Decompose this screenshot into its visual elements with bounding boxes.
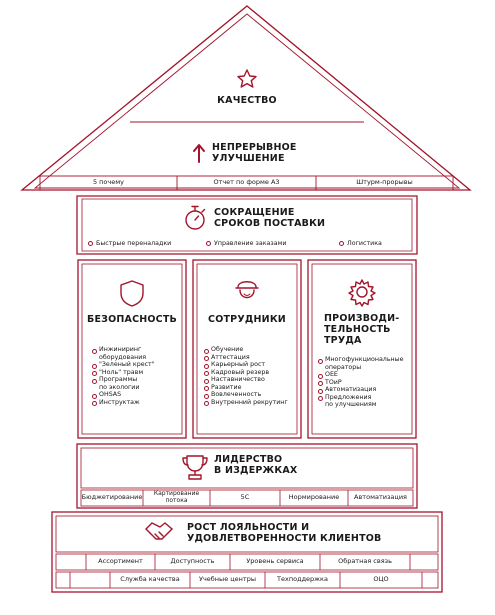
pillar-list-safety: Инжиниринг оборудования "Зеленый крест" … (92, 346, 180, 406)
loyalty-cell: Уровень сервиса (246, 557, 304, 566)
loyalty-cell: Техподдержка (277, 575, 328, 584)
pillar-frame-safety (77, 259, 187, 439)
handshake-icon (145, 522, 173, 540)
pillar-list-people: Обучение Аттестация Карьерный рост Кадро… (204, 346, 296, 406)
list-item: "Ноль" травм (92, 369, 180, 377)
loyalty-cell: Доступность (170, 557, 215, 566)
list-item: Кадровый резерв (204, 369, 296, 377)
list-item: OEE (318, 371, 412, 379)
list-item: Аттестация (204, 354, 296, 362)
roof-inner-outline (33, 13, 461, 189)
shield-icon (120, 280, 144, 307)
list-item: Развитие (204, 384, 296, 392)
list-item: OHSAS (92, 391, 180, 399)
loyalty-cell: Учебные центры (199, 575, 256, 584)
lead-time-title: СОКРАЩЕНИЕ СРОКОВ ПОСТАВКИ (214, 207, 326, 229)
loyalty-cell: Обратная связь (338, 557, 392, 566)
loyalty-title: РОСТ ЛОЯЛЬНОСТИ И УДОВЛЕТВОРЕННОСТИ КЛИЕ… (187, 522, 382, 544)
pillar-frame-productivity (307, 259, 417, 439)
list-item: Инструктаж (92, 399, 180, 407)
list-item: Внутренний рекрутинг (204, 399, 296, 407)
lead-time-item: Управление заказами (206, 240, 286, 247)
loyalty-band (51, 511, 443, 593)
pillar-title-safety: БЕЗОПАСНОСТЬ (87, 314, 177, 325)
list-item: Инжиниринг оборудования (92, 346, 180, 361)
loyalty-cell: ОЦО (373, 575, 389, 584)
tool-cell-a3: Отчет по форме А3 (213, 178, 280, 187)
stopwatch-icon (185, 205, 206, 230)
list-item: Программы по экологии (92, 376, 180, 391)
list-item: Обучение (204, 346, 296, 354)
list-item: Карьерный рост (204, 361, 296, 369)
list-item: Автоматизация (318, 386, 412, 394)
gear-icon (348, 279, 376, 307)
quality-title: КАЧЕСТВО (217, 95, 277, 106)
leadership-title: ЛИДЕРСТВО В ИЗДЕРЖКАХ (214, 454, 298, 476)
lead-time-band (76, 195, 418, 255)
pillar-list-productivity: Многофункциональные операторы OEE ТОиР А… (318, 356, 412, 409)
tool-cell-brainstorm: Штурм-прорывы (356, 178, 413, 187)
leadership-band (76, 443, 418, 509)
leadership-cell: Автоматизация (354, 493, 407, 502)
loyalty-cell: Ассортимент (98, 557, 143, 566)
list-item: Вовлеченность (204, 391, 296, 399)
star-icon (237, 69, 257, 88)
list-item: Многофункциональные операторы (318, 356, 412, 371)
continuous-improvement-title: НЕПРЕРЫВНОЕ УЛУЧШЕНИЕ (212, 142, 297, 164)
worker-icon (235, 281, 259, 299)
roof-tools-strip (39, 175, 454, 191)
lead-time-item: Быстрые переналадки (88, 240, 171, 247)
trophy-icon (182, 455, 208, 480)
pillar-title-people: СОТРУДНИКИ (208, 314, 286, 325)
lead-time-item: Логистика (339, 240, 382, 247)
list-item: Предложения по улучшениям (318, 394, 412, 409)
pillar-title-productivity: ПРОИЗВОДИ- ТЕЛЬНОСТЬ ТРУДА (324, 313, 400, 346)
list-item: Наставничество (204, 376, 296, 384)
loyalty-cell: Служба качества (120, 575, 180, 584)
pillar-frame-people (192, 259, 302, 439)
tool-cell-5why: 5 почему (92, 178, 125, 187)
leadership-cell: Бюджетирование (81, 493, 143, 502)
leadership-cell: Нормирование (288, 493, 340, 502)
leadership-cell: Картирование потока (153, 490, 200, 504)
list-item: ТОиР (318, 379, 412, 387)
list-item: "Зеленый крест" (92, 361, 180, 369)
leadership-cell: 5С (240, 493, 250, 502)
arrow-up-icon (193, 144, 205, 163)
